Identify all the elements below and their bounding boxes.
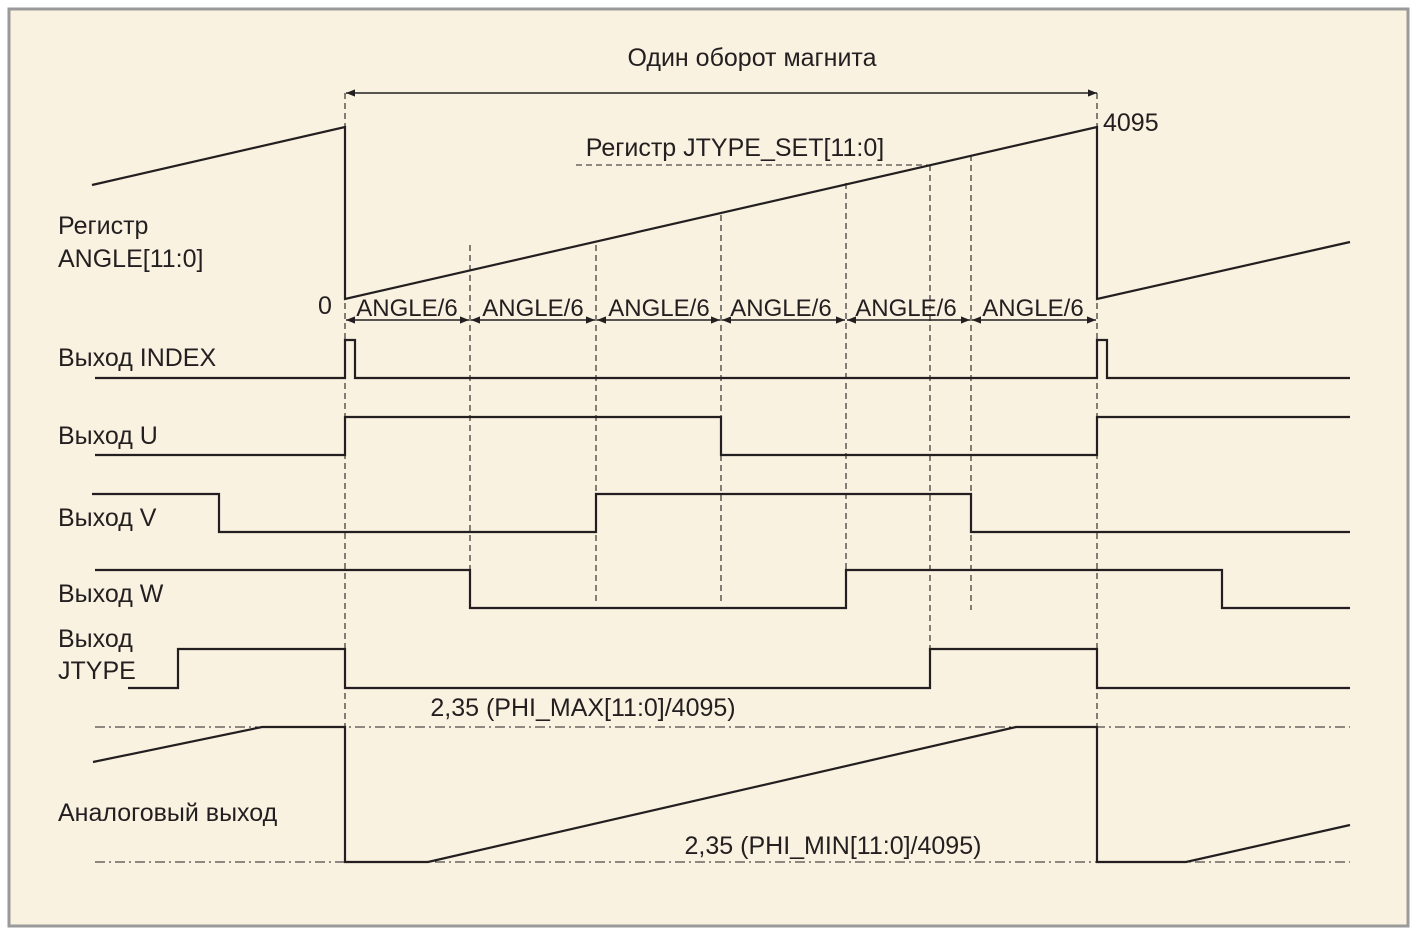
angle-register-trace [91, 125, 1351, 301]
value-max-label: 4095 [1103, 109, 1159, 137]
segment-label-1: ANGLE/6 [356, 295, 457, 322]
segment-label-5: ANGLE/6 [855, 295, 956, 322]
jtype-set-label: Регистр JTYPE_SET[11:0] [586, 134, 884, 162]
index-output-label: Выход INDEX [58, 344, 216, 372]
segment-label-2: ANGLE/6 [482, 295, 583, 322]
jtype-output-trace [128, 647, 1350, 690]
segment-label-3: ANGLE/6 [608, 295, 709, 322]
reference-lines [344, 93, 1098, 860]
angle-register-label-line2: ANGLE[11:0] [58, 245, 203, 273]
w-output-trace [95, 568, 1350, 610]
analog-output: 2,35 (PHI_MAX[11:0]/4095) 2,35 (PHI_MIN[… [92, 694, 1351, 864]
angle-segments: ANGLE/6 ANGLE/6 ANGLE/6 ANGLE/6 ANGLE/6 … [346, 295, 1096, 324]
segment-label-4: ANGLE/6 [730, 295, 831, 322]
v-output-label: Выход V [58, 504, 157, 532]
diagram-title: Один оборот магнита [627, 44, 876, 72]
u-output-trace [95, 415, 1350, 457]
angle-register-label-line1: Регистр [58, 212, 148, 240]
background-panel [7, 7, 1410, 928]
angle-sawtooth [91, 125, 1351, 301]
analog-output-label: Аналоговый выход [58, 799, 278, 827]
v-output-trace [92, 492, 1350, 534]
phi-max-label: 2,35 (PHI_MAX[11:0]/4095) [430, 694, 735, 722]
w-output-label: Выход W [58, 580, 164, 608]
value-zero-label: 0 [318, 292, 332, 320]
signal-labels: Регистр ANGLE[11:0] Выход INDEX Выход U … [58, 212, 278, 827]
u-output-label: Выход U [58, 422, 158, 450]
jtype-output-label-line1: Выход [58, 625, 133, 653]
analog-output-trace [92, 725, 1351, 864]
segment-label-6: ANGLE/6 [982, 295, 1083, 322]
index-output-trace [95, 338, 1350, 380]
jtype-output-label-line2: JTYPE [58, 657, 136, 685]
digital-traces [92, 338, 1350, 690]
phi-min-label: 2,35 (PHI_MIN[11:0]/4095) [685, 832, 982, 860]
